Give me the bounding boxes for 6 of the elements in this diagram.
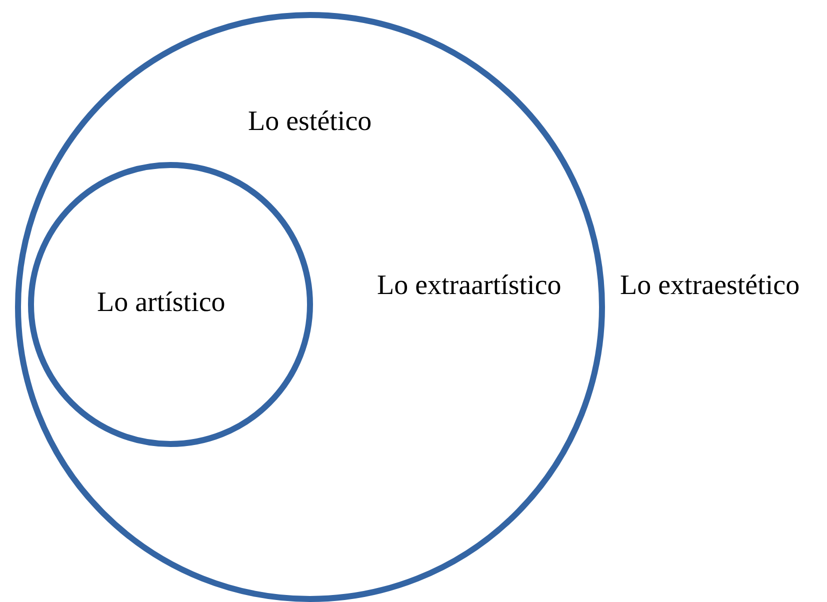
set-label: Lo extraartístico (377, 270, 562, 302)
set-circle (28, 162, 313, 447)
outside-label: Lo extraestético (620, 270, 800, 302)
set-label: Lo estético (248, 106, 372, 138)
set-circle (15, 12, 605, 602)
set-label: Lo artístico (97, 287, 226, 319)
